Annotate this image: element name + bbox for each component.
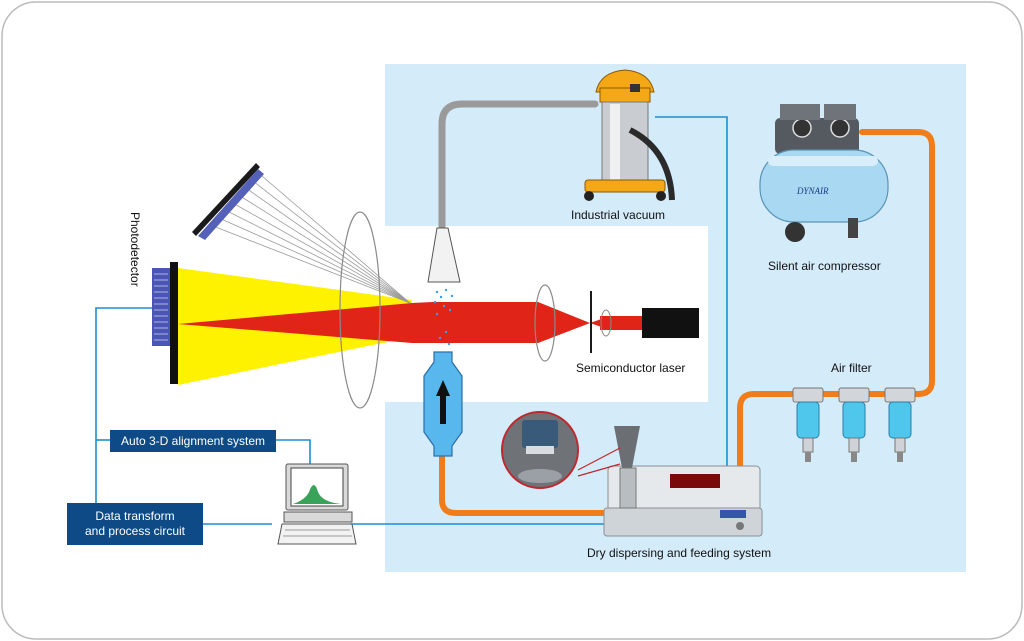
laser-beam — [178, 302, 590, 343]
laser-body — [642, 308, 699, 338]
focusing-lens — [600, 309, 612, 337]
compressor-brand-text: DYNAIR — [797, 186, 829, 196]
data-transform-box: Data transform and process circuit — [67, 503, 203, 545]
vacuum-hose — [438, 100, 599, 232]
air-filter-label: Air filter — [831, 361, 872, 375]
alignment-system-text: Auto 3-D alignment system — [120, 433, 266, 448]
dry-dispersing-label: Dry dispersing and feeding system — [587, 546, 772, 560]
flow-arrow-icon — [436, 380, 450, 424]
air-compressor-image — [759, 104, 889, 242]
collimating-lens — [534, 284, 556, 362]
data-transform-text-line1: Data transform — [95, 509, 175, 523]
air-filter-1 — [792, 387, 824, 462]
signal-wires — [95, 116, 728, 525]
data-transform-text-line2: and process circuit — [84, 524, 186, 538]
particles — [433, 288, 454, 346]
photodetector-label: Photodetector — [128, 212, 142, 287]
photodetector — [152, 262, 178, 384]
air-hoses — [439, 129, 935, 516]
air-filter-2 — [838, 387, 870, 462]
air-filter-3 — [884, 387, 916, 462]
air-compressor-label: Silent air compressor — [768, 259, 881, 273]
dry-dispersing-unit-image — [603, 426, 763, 537]
computer-image — [277, 463, 357, 545]
scatter-rays — [212, 169, 411, 304]
vacuum-nozzle — [427, 227, 461, 283]
fourier-lens — [339, 211, 381, 409]
feeder-magnified-inset — [501, 411, 621, 489]
side-detector-array — [192, 163, 264, 240]
alignment-system-box: Auto 3-D alignment system — [110, 430, 276, 452]
industrial-vacuum-label: Industrial vacuum — [571, 208, 666, 222]
industrial-vacuum-image — [584, 69, 675, 201]
pinhole-beam — [590, 316, 610, 330]
semiconductor-laser-label: Semiconductor laser — [576, 361, 686, 375]
